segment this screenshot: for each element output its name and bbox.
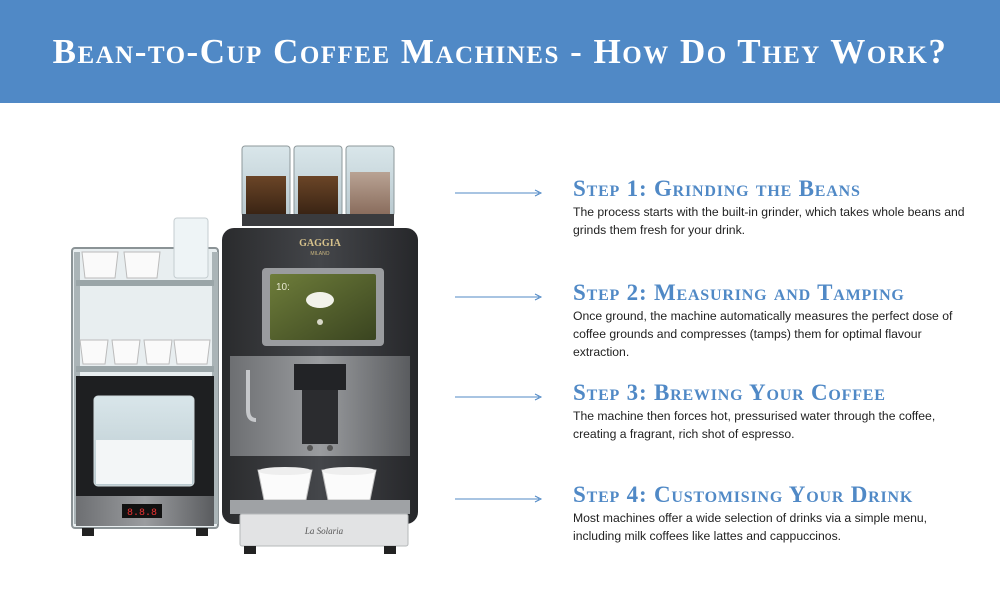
bean-hopper-icon — [241, 145, 395, 226]
coffee-machine-illustration: 8.8.8 GAGGIA MILANO 10: — [71, 145, 418, 554]
brand-sub-logo: MILANO — [310, 251, 329, 257]
step-title: Step 2: Measuring and Tamping — [573, 280, 905, 305]
step-title: Step 4: Customising Your Drink — [573, 482, 914, 507]
model-signature: La Solaria — [304, 526, 344, 536]
cup-icon — [81, 217, 209, 279]
cup-icon — [79, 339, 211, 365]
arrow-right-icon — [455, 293, 543, 301]
step-description: Most machines offer a wide selection of … — [573, 511, 928, 543]
arrow-right-icon — [455, 393, 543, 401]
cup-icon — [257, 467, 377, 501]
header-banner: Bean-to-Cup Coffee Machines - How Do The… — [0, 0, 1000, 103]
step-description: Once ground, the machine automatically m… — [573, 309, 953, 359]
arrow-right-icon — [455, 189, 543, 197]
step-title: Step 1: Grinding the Beans — [573, 176, 861, 201]
cup-warmer-unit: 8.8.8 — [71, 217, 219, 536]
brand-logo: GAGGIA — [299, 238, 341, 249]
espresso-machine-body: GAGGIA MILANO 10: La Solaria — [222, 228, 418, 554]
page-title: Bean-to-Cup Coffee Machines - How Do The… — [52, 31, 948, 71]
screen-clock: 10: — [276, 282, 290, 293]
step-title: Step 3: Brewing Your Coffee — [573, 380, 886, 405]
arrow-right-icon — [455, 495, 543, 503]
temperature-readout: 8.8.8 — [127, 508, 157, 519]
step-description: The process starts with the built-in gri… — [573, 205, 965, 237]
step-description: The machine then forces hot, pressurised… — [573, 409, 936, 441]
